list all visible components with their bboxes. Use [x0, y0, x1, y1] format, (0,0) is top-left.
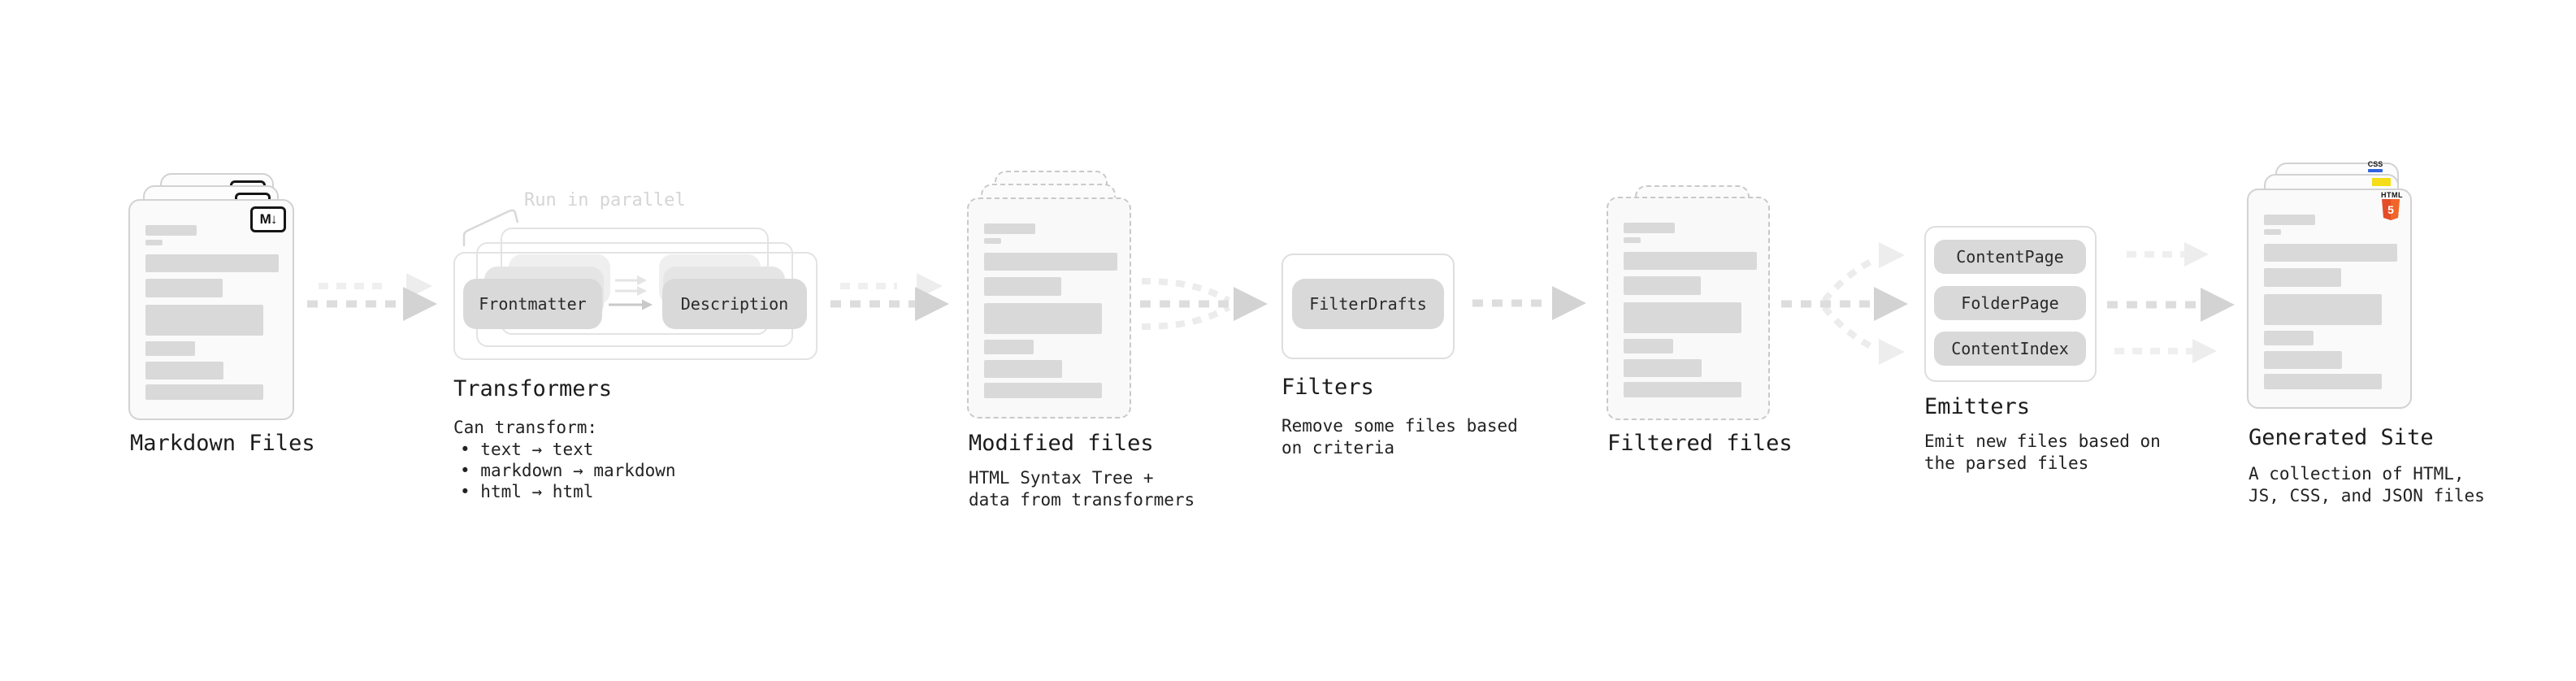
- css-icon-label: CSS: [2367, 160, 2383, 168]
- emitter-content-index-pill: ContentIndex: [1934, 332, 2086, 366]
- generated-site-title: Generated Site: [2249, 425, 2434, 450]
- text-line-placeholder: [984, 238, 1001, 244]
- text-line-placeholder: [984, 383, 1102, 398]
- css-icon: CSS: [2363, 161, 2387, 172]
- text-line-placeholder: [1624, 223, 1675, 233]
- generated-file-card-html: [2247, 189, 2412, 409]
- text-line-placeholder: [1624, 339, 1673, 354]
- modified-files-description: HTML Syntax Tree + data from transformer…: [969, 468, 1195, 510]
- text-line-placeholder: [145, 384, 263, 400]
- text-line-placeholder: [984, 340, 1034, 354]
- text-line-placeholder: [145, 254, 279, 272]
- text-line-placeholder: [145, 362, 223, 380]
- html5-icon-label: HTML: [2381, 191, 2403, 199]
- text-line-placeholder: [145, 240, 163, 245]
- arrow-modified-to-filters: [1140, 278, 1268, 330]
- text-line-placeholder: [984, 303, 1102, 334]
- text-line-placeholder: [2264, 351, 2342, 369]
- svg-text:5: 5: [2387, 203, 2394, 216]
- transformer-layer-arrows: [609, 275, 653, 310]
- text-line-placeholder: [2264, 215, 2315, 225]
- modified-file-card-front: [967, 197, 1131, 419]
- text-line-placeholder: [2264, 229, 2281, 235]
- html5-icon: HTML 5: [2381, 191, 2403, 225]
- file-content-placeholder: [969, 223, 1130, 398]
- text-line-placeholder: [145, 279, 223, 297]
- markdown-icon: M↓: [250, 206, 286, 232]
- transformers-title: Transformers: [453, 376, 613, 401]
- text-line-placeholder: [2264, 268, 2341, 287]
- emitters-description: Emit new files based on the parsed files: [1924, 432, 2161, 473]
- html5-shield: 5: [2382, 199, 2400, 220]
- transformers-bullet: text → text: [460, 439, 593, 460]
- run-in-parallel-annotation: Run in parallel: [524, 190, 686, 210]
- file-content-placeholder: [130, 225, 293, 400]
- text-line-placeholder: [1624, 237, 1641, 243]
- markdown-file-card-front: M↓: [128, 199, 294, 420]
- text-line-placeholder: [1624, 382, 1741, 397]
- text-line-placeholder: [2264, 244, 2397, 262]
- text-line-placeholder: [1624, 302, 1741, 333]
- transformer-frame-front: [453, 252, 817, 360]
- arrow-emitters-to-generated: [2107, 242, 2235, 363]
- text-line-placeholder: [984, 253, 1117, 271]
- filters-title: Filters: [1281, 375, 1374, 400]
- text-line-placeholder: [984, 223, 1035, 234]
- text-line-placeholder: [145, 305, 263, 336]
- arrow-filtered-to-emitters: [1781, 242, 1908, 365]
- arrow-filters-to-filtered: [1472, 286, 1586, 320]
- text-line-placeholder: [2264, 331, 2314, 345]
- filter-drafts-pill: FilterDrafts: [1292, 279, 1444, 329]
- emitters-title: Emitters: [1924, 394, 2031, 419]
- text-line-placeholder: [1624, 276, 1701, 295]
- generated-site-description: A collection of HTML, JS, CSS, and JSON …: [2249, 464, 2485, 505]
- text-line-placeholder: [145, 225, 197, 236]
- transformers-description: Can transform:: [453, 418, 598, 437]
- markdown-files-title: Markdown Files: [130, 431, 315, 456]
- file-content-placeholder: [1608, 223, 1768, 397]
- text-line-placeholder: [984, 360, 1062, 378]
- emitter-folder-page-pill: FolderPage: [1934, 286, 2086, 320]
- text-line-placeholder: [2264, 294, 2382, 325]
- text-line-placeholder: [1624, 359, 1702, 377]
- filtered-file-card-front: [1607, 197, 1770, 420]
- text-line-placeholder: [2264, 374, 2382, 389]
- text-line-placeholder: [984, 277, 1061, 296]
- emitter-content-page-pill: ContentPage: [1934, 240, 2086, 274]
- annotation-leader-line: [462, 209, 519, 246]
- text-line-placeholder: [1624, 252, 1757, 270]
- text-line-placeholder: [145, 341, 195, 356]
- transformers-bullet: markdown → markdown: [460, 460, 675, 481]
- transformer-frontmatter-pill: Frontmatter: [463, 279, 602, 329]
- transformers-bullet: html → html: [460, 481, 593, 502]
- javascript-icon: [2372, 178, 2391, 186]
- modified-files-title: Modified files: [969, 431, 1154, 456]
- arrow-markdown-to-transformers: [307, 273, 437, 321]
- file-content-placeholder: [2249, 215, 2410, 389]
- arrow-transformers-to-modified: [830, 273, 949, 321]
- filtered-files-title: Filtered files: [1607, 431, 1793, 456]
- css-icon-underline: [2368, 169, 2383, 172]
- filters-description: Remove some files based on criteria: [1281, 416, 1518, 458]
- transformer-description-pill: Description: [662, 279, 807, 329]
